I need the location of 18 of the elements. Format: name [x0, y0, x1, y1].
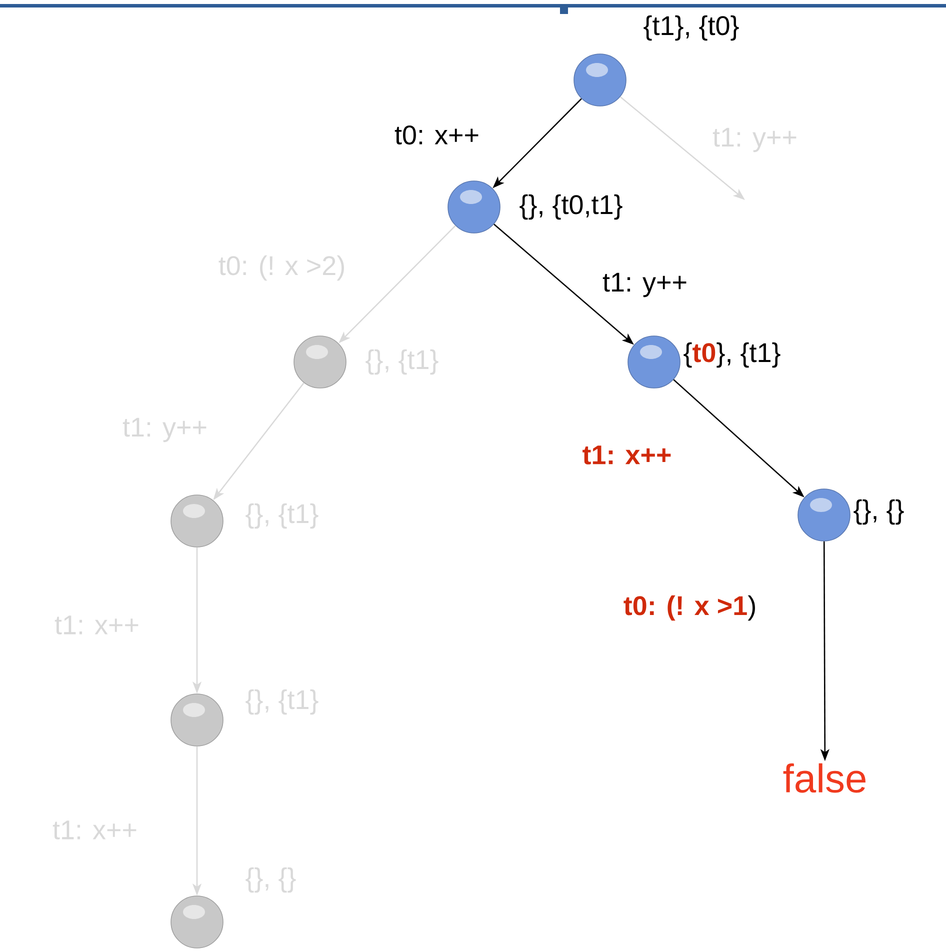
- state-sphere: [574, 54, 626, 106]
- edge-label: t1: y++: [601, 272, 689, 298]
- edge-label: t1: x++: [581, 444, 673, 466]
- edge-label: t0: x++: [393, 124, 481, 146]
- result-text: false: [783, 763, 866, 793]
- state-sphere: [628, 336, 680, 388]
- edge-label: t0: (! x >1): [622, 594, 758, 622]
- state-label: {t1}, {t0}: [644, 15, 739, 41]
- state-sphere: [170, 494, 224, 548]
- state-sphere: [170, 896, 224, 948]
- state-label: {}, {t0,t1}: [520, 194, 622, 220]
- state-label: {t0}, {t1}: [684, 342, 780, 368]
- state-label: {}, {}: [246, 867, 296, 893]
- state-sphere: [294, 336, 346, 388]
- state-label: {}, {}: [854, 499, 904, 525]
- state-sphere: [170, 694, 224, 746]
- state-sphere: [798, 488, 850, 542]
- state-sphere: [448, 180, 500, 234]
